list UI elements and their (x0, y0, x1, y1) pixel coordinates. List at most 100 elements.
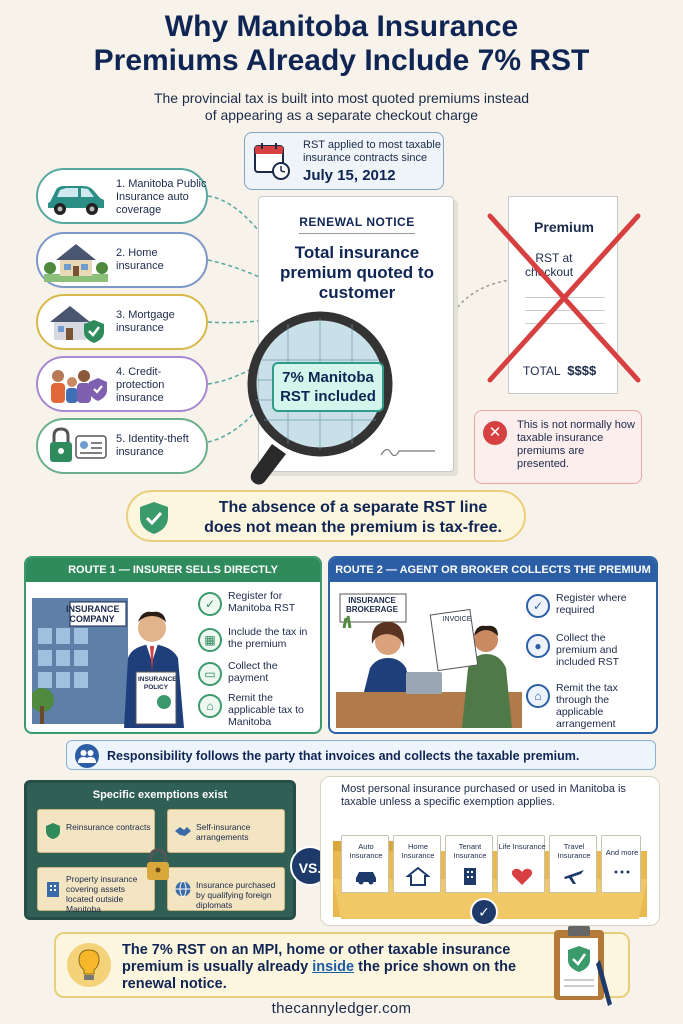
taxable-card-label: Tenant Insurance (453, 842, 487, 860)
insurance-type-home: 2. Home insurance (36, 232, 208, 288)
route-1-panel: ROUTE 1 — INSURER SELLS DIRECTLY INSURAN… (24, 556, 322, 734)
insurance-type-label: 5. Identity-theft insurance (116, 433, 189, 458)
bottom-text-emphasis: inside (312, 959, 355, 975)
house-shield-icon (44, 302, 108, 344)
subtitle-line-2: of appearing as a separate checkout char… (204, 107, 479, 123)
clipboard-shield-icon (548, 920, 618, 1010)
calculator-icon: ▦ (198, 628, 222, 652)
date-callout: RST applied to most taxable insurance co… (244, 132, 444, 190)
route-2-step: ● Collect the premium and included RST (526, 632, 656, 668)
insurance-type-identity: 5. Identity-theft insurance (36, 418, 208, 474)
broker-illustration (336, 588, 522, 728)
receipt-heading: Premium (534, 219, 594, 235)
receipt-rst-line: + RST at checkout (525, 251, 574, 279)
absence-text: The absence of a separate RST line does … (184, 498, 522, 538)
renewal-notice-heading: RENEWAL NOTICE (299, 215, 415, 229)
exemption-text: Property insurance covering assets locat… (66, 874, 138, 914)
bottom-banner: The 7% RST on an MPI, home or other taxa… (54, 932, 630, 998)
route-1-tab: ROUTE 1 — INSURER SELLS DIRECTLY (26, 558, 320, 582)
padlock-icon (144, 848, 172, 882)
route-1-step-text: Include the tax in the premium (228, 626, 308, 650)
route-2-step: ✓ Register where required (526, 592, 656, 626)
exemption-item: Reinsurance contracts (37, 809, 155, 853)
exemption-text: Insurance purchased by qualifying foreig… (196, 880, 276, 910)
date-callout-date: July 15, 2012 (303, 167, 396, 184)
taxable-card-label: Home Insurance (401, 842, 435, 860)
insurance-type-label: 1. Manitoba Public Insurance auto covera… (116, 178, 207, 216)
absence-line-2: does not mean the premium is tax-free. (204, 519, 502, 536)
not-normal-note: ✕ This is not normally how taxable insur… (474, 410, 642, 484)
route-1-step-text: Register for Manitoba RST (228, 590, 296, 614)
date-callout-text: RST applied to most taxable insurance co… (303, 139, 441, 164)
route-1-step: ▭ Collect the payment (198, 660, 318, 694)
rst-included-badge: 7% Manitoba RST included (272, 362, 384, 412)
connector-line-receipt (453, 279, 511, 313)
insurer-illustration (32, 588, 196, 728)
route-2-step-text: Collect the premium and included RST (556, 632, 620, 668)
exemption-item: Property insurance covering assets locat… (37, 867, 155, 914)
exemption-text: Reinsurance contracts (66, 822, 151, 832)
people-icon (75, 744, 99, 768)
exemption-text: Self-insurance arrangements (196, 822, 251, 842)
absence-line-1: The absence of a separate RST line (218, 499, 488, 516)
bottom-text-before: The 7% RST on an MPI, home or other taxa… (122, 942, 511, 975)
insurance-type-label: 3. Mortgage insurance (116, 309, 175, 334)
taxable-card-label: Travel Insurance (557, 842, 591, 860)
card-icon: ▭ (198, 662, 222, 686)
heart-icon (510, 866, 534, 886)
absence-banner: The absence of a separate RST line does … (126, 490, 526, 542)
taxable-card: Auto Insurance (341, 835, 389, 893)
route-2-panel: ROUTE 2 — AGENT OR BROKER COLLECTS THE P… (328, 556, 658, 734)
responsibility-strip: Responsibility follows the party that in… (66, 740, 656, 770)
taxable-card: Home Insurance (393, 835, 441, 893)
exemption-item: Self-insurance arrangements (167, 809, 285, 853)
taxable-card: Tenant Insurance (445, 835, 493, 893)
building-icon (44, 880, 62, 898)
renewal-notice-body: Total insurance premium quoted to custom… (280, 243, 434, 302)
taxable-card: Life Insurance (497, 835, 546, 893)
exemptions-title: Specific exemptions exist (92, 789, 228, 801)
insurance-type-label: 4. Credit-protection insurance (116, 366, 165, 404)
route-1-step-text: Collect the payment (228, 660, 278, 684)
bank-icon: ⌂ (526, 684, 550, 708)
receipt-total: TOTAL $$$$ (523, 363, 596, 378)
responsibility-text: Responsibility follows the party that in… (107, 749, 580, 763)
calendar-clock-icon (253, 141, 291, 181)
apartment-icon (458, 866, 482, 886)
route-2-step: ⌂ Remit the tax through the applicable a… (526, 682, 656, 730)
insurance-company-sign: INSURANCE COMPANY (66, 604, 120, 624)
title-line-1: Why Manitoba Insurance (164, 10, 519, 43)
footer-url[interactable]: thecannyledger.com (271, 1000, 412, 1017)
divider (299, 233, 415, 234)
subtitle-line-1: The provincial tax is built into most qu… (153, 90, 530, 106)
route-2-tab: ROUTE 2 — AGENT OR BROKER COLLECTS THE P… (330, 558, 656, 582)
folder-icon: Auto Insurance Home Insurance Tenant Ins… (333, 821, 647, 921)
bank-icon: ⌂ (198, 694, 222, 718)
route-1-step: ▦ Include the tax in the premium (198, 626, 318, 660)
taxable-panel: Most personal insurance purchased or use… (320, 776, 660, 926)
globe-icon (174, 880, 192, 898)
page-title: Why Manitoba Insurance Premiums Already … (0, 10, 683, 78)
clipboard-check-icon: ✓ (526, 594, 550, 618)
insurance-policy-label: INSURANCE POLICY (138, 676, 177, 691)
check-icon: ✓ (470, 898, 498, 926)
route-1-step-text: Remit the applicable tax to Manitoba (228, 692, 304, 728)
shield-icon (44, 822, 62, 840)
family-shield-icon (44, 364, 108, 406)
lightbulb-icon (66, 942, 112, 988)
insurance-type-credit: 4. Credit-protection insurance (36, 356, 208, 412)
receipt-total-label: TOTAL (523, 364, 561, 378)
dots-icon (610, 866, 634, 886)
exemptions-cabinet: Specific exemptions exist Reinsurance co… (24, 780, 296, 920)
receipt-total-value: $$$$ (567, 363, 597, 378)
route-1-step: ✓ Register for Manitoba RST (198, 590, 318, 624)
not-normal-text: This is not normally how taxable insuran… (517, 419, 635, 470)
taxable-card-label: Life Insurance (498, 842, 546, 851)
house-icon (406, 866, 430, 886)
taxable-card-label: And more (605, 848, 639, 857)
clipboard-check-icon: ✓ (198, 592, 222, 616)
route-1-step: ⌂ Remit the applicable tax to Manitoba (198, 692, 318, 728)
taxable-card: Travel Insurance (549, 835, 597, 893)
invoice-label: INVOICE (442, 616, 472, 623)
shield-check-icon (138, 501, 170, 535)
